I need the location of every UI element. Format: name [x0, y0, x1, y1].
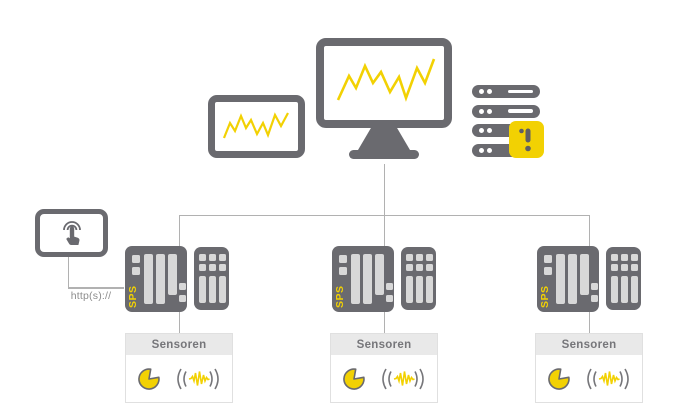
vibration-signal-icon	[381, 368, 424, 389]
sensor-panel-title: Sensoren	[536, 334, 642, 355]
plc-io-module-3	[606, 247, 641, 310]
sensor-panel-3: Sensoren	[535, 333, 643, 403]
sensor-panel-title: Sensoren	[331, 334, 437, 355]
connector-http-horizontal	[67, 287, 124, 289]
connector-sensor-2	[383, 312, 385, 334]
server-unit	[472, 104, 540, 118]
connector-trunk	[178, 214, 590, 216]
connector-drop-left	[178, 215, 180, 246]
vibration-signal-icon	[176, 368, 219, 389]
waveform-icon	[222, 112, 289, 139]
gauge-pie-icon	[137, 367, 160, 390]
sensor-panel-2: Sensoren	[330, 333, 438, 403]
plc-device-3: SPS	[537, 246, 599, 312]
http-protocol-label: http(s)://	[70, 290, 112, 302]
sps-label: SPS	[334, 285, 346, 308]
sps-label: SPS	[127, 285, 139, 308]
plc-device-1: SPS	[125, 246, 187, 312]
connector-sensor-3	[588, 312, 590, 334]
plc-io-module-2	[401, 247, 436, 310]
plc-device-2: SPS	[332, 246, 394, 312]
waveform-icon	[336, 58, 436, 102]
monitor-stand-base	[349, 150, 419, 159]
connector-sensor-1	[178, 312, 180, 334]
sensor-panel-title: Sensoren	[126, 334, 232, 355]
vibration-signal-icon	[586, 368, 629, 389]
server-unit	[472, 85, 540, 98]
gauge-pie-icon	[342, 367, 365, 390]
tablet-device	[208, 95, 305, 158]
alert-badge	[509, 121, 544, 158]
connector-http-vertical	[67, 257, 69, 288]
sensor-panel-1: Sensoren	[125, 333, 233, 403]
connector-monitor-drop	[383, 164, 385, 246]
gauge-pie-icon	[547, 367, 570, 390]
touch-access-box	[35, 209, 108, 257]
monitor-stand-neck	[358, 127, 410, 150]
tap-finger-icon	[62, 221, 81, 245]
plc-io-module-1	[194, 247, 229, 310]
alert-exclamation-icon	[519, 128, 531, 152]
monitor-device	[316, 38, 452, 128]
connector-drop-right	[588, 215, 590, 246]
sps-label: SPS	[539, 285, 551, 308]
